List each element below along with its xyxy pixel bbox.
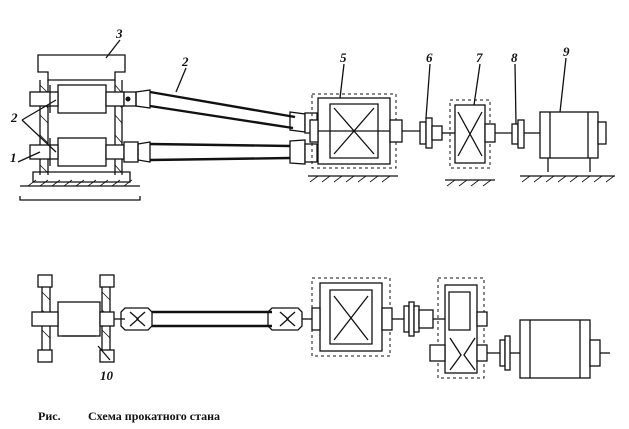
reducer-top xyxy=(445,99,496,187)
motor-coupling-bottom xyxy=(487,335,520,371)
label-9: 9 xyxy=(563,44,570,59)
lower-spindle xyxy=(123,139,318,165)
label-7: 7 xyxy=(476,50,483,65)
part-labels: 3 2 2 1 5 6 7 8 9 10 xyxy=(10,26,570,383)
motor-top xyxy=(520,111,615,183)
pinion-stand-top xyxy=(308,93,403,183)
coupling-bottom xyxy=(392,301,445,337)
label-5: 5 xyxy=(340,50,347,65)
bottom-scheme xyxy=(31,274,610,379)
label-10: 10 xyxy=(100,368,114,383)
motor-coupling-top xyxy=(495,119,540,149)
label-4: 2 xyxy=(181,54,189,69)
top-scheme xyxy=(19,54,615,201)
motor-bottom xyxy=(519,319,610,379)
reducer-bottom xyxy=(429,277,488,379)
roll-stand-bottom xyxy=(31,274,115,363)
pinion-stand-bottom xyxy=(311,277,393,357)
caption-prefix: Рис. xyxy=(38,409,61,423)
label-1: 1 xyxy=(10,150,17,165)
coupling-top xyxy=(402,117,455,149)
bottom-spindle xyxy=(114,307,312,331)
roll-stand-top xyxy=(19,54,141,201)
label-6: 6 xyxy=(426,50,433,65)
upper-spindle xyxy=(123,89,318,134)
label-leaders xyxy=(17,39,567,163)
label-8: 8 xyxy=(511,50,518,65)
label-3: 3 xyxy=(115,26,123,41)
leader-2 xyxy=(21,99,57,153)
leader-10 xyxy=(97,345,111,361)
caption-title: Схема прокатного стана xyxy=(88,409,220,423)
label-2: 2 xyxy=(10,110,18,125)
